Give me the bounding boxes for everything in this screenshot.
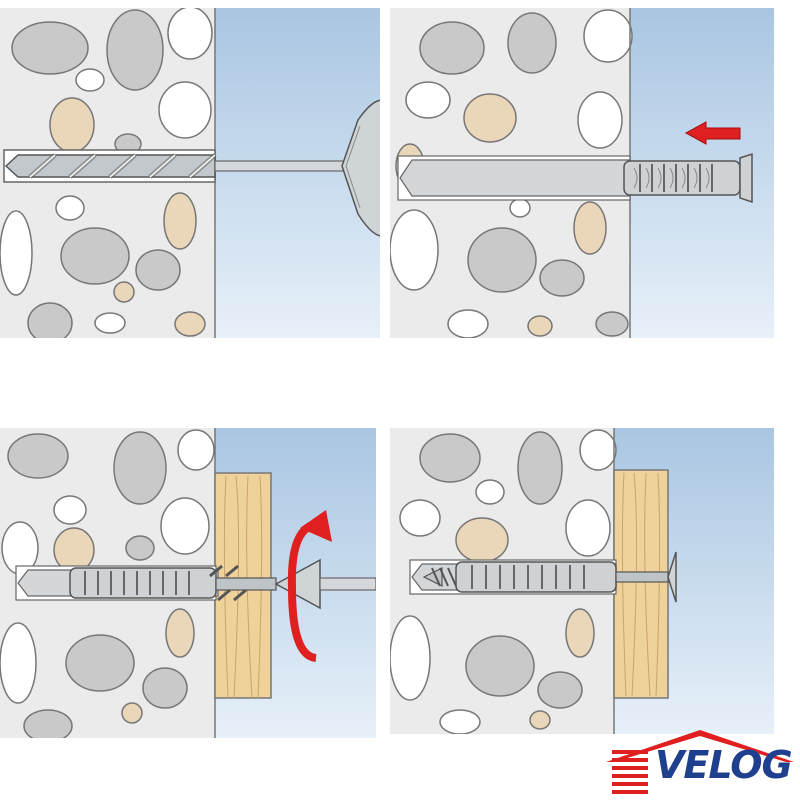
screw <box>209 558 376 610</box>
screw <box>422 551 677 603</box>
push-arrow-icon <box>684 121 741 145</box>
step-4-fixed-panel <box>390 428 774 734</box>
wall-plug <box>623 152 753 204</box>
rotate-arrow-icon <box>287 510 332 662</box>
logo-text: VELOG <box>655 743 793 787</box>
step-2-insert-plug-panel <box>390 8 774 338</box>
step-1-drill-panel <box>0 8 380 338</box>
wall-plug <box>409 559 617 595</box>
drill-bit <box>3 149 346 183</box>
step-3-drive-screw-panel <box>0 428 376 738</box>
drill-chuck <box>341 99 380 237</box>
drilled-hole <box>397 155 631 201</box>
house-stripes-icon <box>612 750 648 794</box>
velog-logo: VELOG <box>600 722 800 800</box>
wall-plug <box>15 565 219 601</box>
wood-board <box>613 469 669 699</box>
